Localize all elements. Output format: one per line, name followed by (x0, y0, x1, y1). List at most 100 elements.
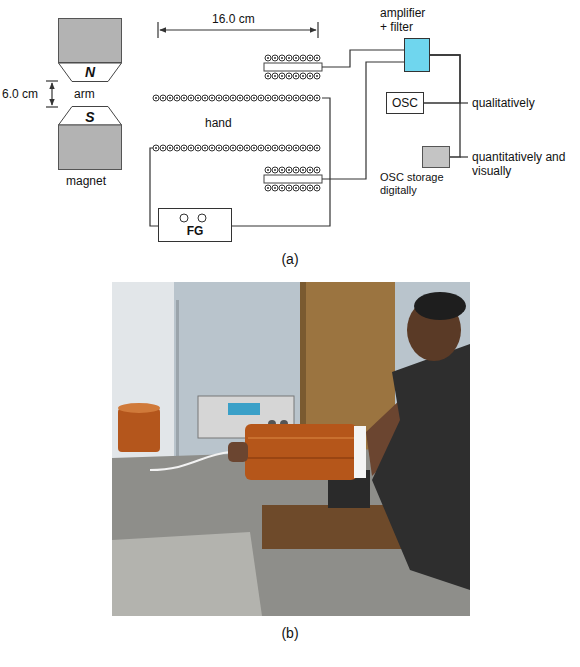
winding-dot (183, 147, 185, 149)
winding-dot (246, 97, 248, 99)
winding-turn (286, 95, 292, 101)
winding-dot (155, 97, 157, 99)
wire (150, 148, 158, 226)
winding-dot (155, 147, 157, 149)
winding-turn (265, 73, 271, 79)
photo-hand (228, 442, 248, 462)
winding-turn (223, 95, 229, 101)
winding-dot (302, 57, 304, 59)
wire (322, 62, 404, 179)
winding-turn (293, 73, 299, 79)
winding-turn (251, 145, 257, 151)
winding-dot (309, 75, 311, 77)
amplifier-filter: amplifier + filter (380, 6, 430, 72)
winding-dot (190, 147, 192, 149)
winding-turn (265, 95, 271, 101)
photo-person (372, 344, 470, 590)
winding-dot (267, 75, 269, 77)
photo-cable (150, 452, 230, 470)
photo (112, 282, 470, 616)
winding-dot (183, 97, 185, 99)
winding-dot (281, 187, 283, 189)
amplifier-box (404, 38, 430, 72)
winding-dot (288, 147, 290, 149)
dimension-line (51, 83, 52, 105)
winding-turn (279, 95, 285, 101)
winding-turn (160, 145, 166, 151)
winding-turn (307, 145, 313, 151)
winding-dot (302, 169, 304, 171)
winding-turn (244, 145, 250, 151)
winding-turn (160, 95, 166, 101)
winding-turn (300, 185, 306, 191)
photo-small-coil-top (118, 403, 160, 413)
dimension-tick (157, 22, 158, 38)
photo-coil-stripe (248, 457, 354, 459)
winding-dot (253, 147, 255, 149)
winding-dot (288, 97, 290, 99)
winding-turn (188, 95, 194, 101)
winding-turn (230, 145, 236, 151)
winding-dot (260, 97, 262, 99)
winding-turn (286, 167, 292, 173)
coil-windings (153, 55, 320, 191)
photo-slab (112, 532, 262, 616)
winding-dot (253, 97, 255, 99)
node-label: OSC (392, 96, 418, 110)
winding-dot (225, 97, 227, 99)
winding-dot (176, 97, 178, 99)
output-note: quantitatively and visually (472, 150, 576, 178)
winding-dot (309, 187, 311, 189)
winding-turn (167, 95, 173, 101)
winding-turn (272, 167, 278, 173)
winding-turn (293, 185, 299, 191)
winding-turn (286, 185, 292, 191)
node-label: amplifier + filter (380, 6, 430, 34)
winding-turn (265, 167, 271, 173)
winding-dot (267, 147, 269, 149)
winding-turn (279, 73, 285, 79)
signal-wire (430, 55, 460, 157)
winding-turn (209, 145, 215, 151)
leader-line (460, 156, 468, 157)
winding-dot (197, 97, 199, 99)
winding-turn (181, 145, 187, 151)
winding-turn (300, 73, 306, 79)
photo-coil-stripe (248, 437, 354, 439)
winding-dot (274, 187, 276, 189)
winding-turn (300, 55, 306, 61)
leader-line (460, 102, 468, 103)
winding-dot (316, 169, 318, 171)
winding-dot (309, 57, 311, 59)
coil-former (264, 175, 322, 183)
winding-dot (232, 147, 234, 149)
terminal (198, 214, 206, 222)
winding-dot (309, 147, 311, 149)
winding-turn (300, 167, 306, 173)
winding-dot (302, 75, 304, 77)
photo-wall-light (112, 282, 174, 467)
winding-dot (239, 97, 241, 99)
node-label: S (58, 109, 122, 125)
node-label: N (58, 64, 122, 80)
winding-dot (295, 147, 297, 149)
photo-coil (245, 424, 357, 480)
winding-dot (274, 75, 276, 77)
winding-turn (202, 145, 208, 151)
winding-turn (286, 145, 292, 151)
winding-dot (281, 147, 283, 149)
winding-turn (265, 55, 271, 61)
winding-turn (265, 145, 271, 151)
winding-dot (302, 147, 304, 149)
winding-turn (293, 145, 299, 151)
winding-turn (314, 167, 320, 173)
winding-dot (211, 147, 213, 149)
winding-turn (272, 55, 278, 61)
photo-wall (112, 282, 470, 616)
dimension-label: arm (74, 87, 95, 101)
winding-dot (302, 187, 304, 189)
winding-turn (272, 145, 278, 151)
winding-turn (153, 95, 159, 101)
winding-dot (204, 97, 206, 99)
winding-dot (316, 187, 318, 189)
